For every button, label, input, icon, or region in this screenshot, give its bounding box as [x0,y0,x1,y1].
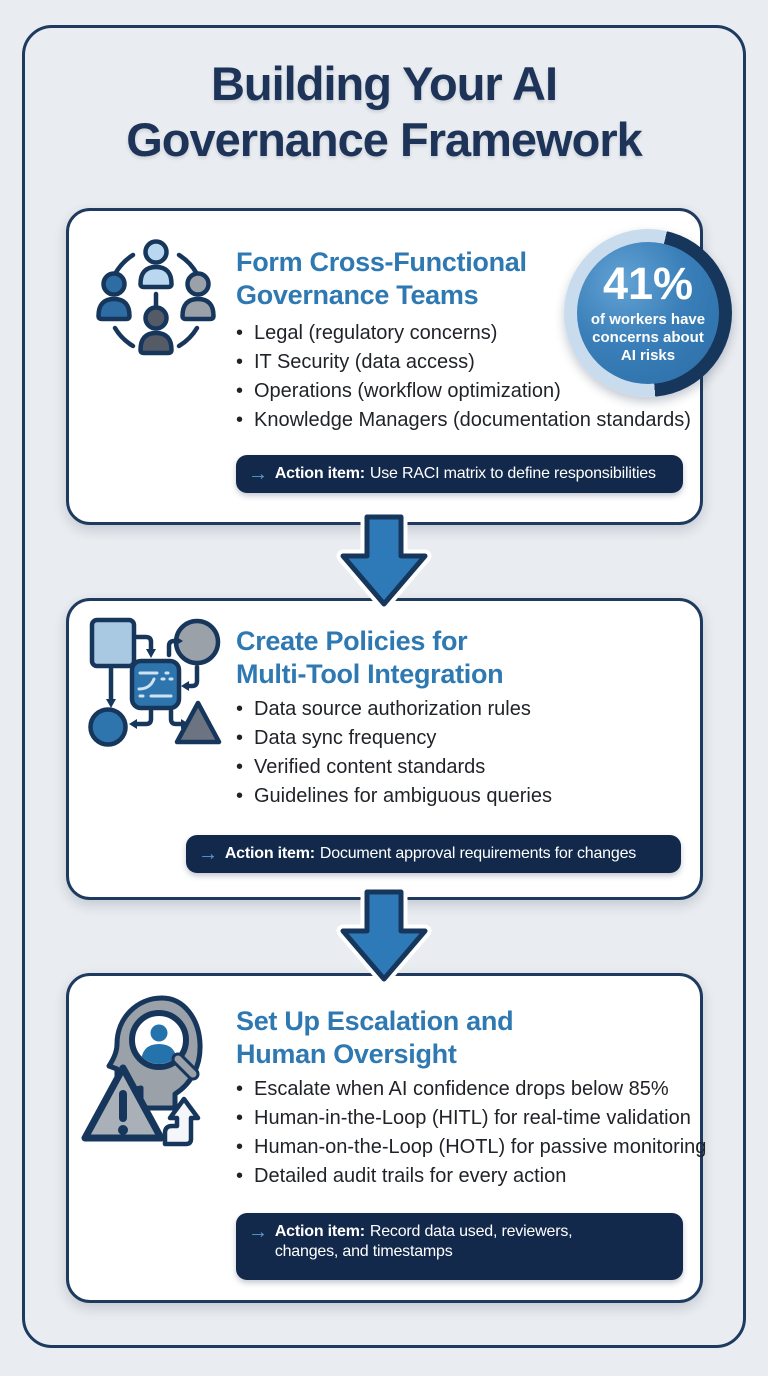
bullet-icon: • [236,785,244,807]
stat-badge-circle: 41% of workers have concerns about AI ri… [577,242,719,384]
bullet-list: • Escalate when AI confidence drops below… [236,1075,706,1191]
bullet-text: Verified content standards [254,756,486,778]
card-escalation-oversight: Set Up Escalation and Human Oversight • E… [66,973,706,1303]
stat-value: 41% [602,258,694,310]
action-item-body: Use RACI matrix to define responsibiliti… [369,465,656,482]
list-item: • Detailed audit trails for every action [236,1162,706,1191]
section-heading: Set Up Escalation and Human Oversight [236,1005,514,1071]
bullet-icon: • [236,1078,244,1100]
heading-line-1: Set Up Escalation and [236,1006,514,1036]
bullet-icon: • [236,322,244,344]
bullet-text: Data sync frequency [254,727,437,749]
title-line-2: Governance Framework [126,113,642,167]
bullet-icon: • [236,756,244,778]
card-multi-tool-policies: Create Policies for Multi-Tool Integrati… [66,598,703,900]
section-heading: Create Policies for Multi-Tool Integrati… [236,625,504,691]
team-network-icon [91,238,221,368]
right-arrow-icon: → [248,1221,268,1243]
list-item: • Legal (regulatory concerns) [236,319,691,348]
bullet-icon: • [236,380,244,402]
bullet-icon: • [236,351,244,373]
down-arrow-icon [330,510,438,611]
list-item: • Escalate when AI confidence drops below… [236,1075,706,1104]
bullet-text: Human-on-the-Loop (HOTL) for passive mon… [254,1136,707,1158]
bullet-icon: • [236,727,244,749]
action-item-label: Action item: [224,845,315,862]
right-arrow-icon: → [198,843,218,865]
stat-badge: 41% of workers have concerns about AI ri… [564,229,732,397]
bullet-list: • Legal (regulatory concerns) • IT Securit… [236,319,691,435]
bullet-text: Legal (regulatory concerns) [254,322,498,344]
bullet-text: IT Security (data access) [254,351,475,373]
list-item: • Knowledge Managers (documentation stand… [236,406,691,435]
card-governance-teams: Form Cross-Functional Governance Teams •… [66,208,732,525]
bullet-text: Guidelines for ambiguous queries [254,785,552,807]
bullet-text: Escalate when AI confidence drops below … [254,1078,669,1100]
action-item-label: Action item: [274,465,365,482]
bullet-icon: • [236,1107,244,1129]
bullet-text: Human-in-the-Loop (HITL) for real-time v… [254,1107,691,1129]
action-item-text: Action item:Document approval requiremen… [225,844,636,864]
bullet-icon: • [236,698,244,720]
list-item: • Verified content standards [236,753,552,782]
heading-line-1: Form Cross-Functional [236,247,527,277]
bullet-list: • Data source authorization rules • Data s… [236,695,552,811]
action-item-body: Record data used, reviewers, changes, an… [274,1223,573,1260]
list-item: • Operations (workflow optimization) [236,377,691,406]
action-item-label: Action item: [274,1223,365,1240]
heading-line-2: Human Oversight [236,1039,457,1069]
action-item-body: Document approval requirements for chang… [319,845,637,862]
infographic-frame [22,25,746,1348]
list-item: • Data source authorization rules [236,695,552,724]
human-oversight-icon [77,992,229,1148]
bullet-text: Knowledge Managers (documentation standa… [254,409,691,431]
list-item: • IT Security (data access) [236,348,691,377]
list-item: • Data sync frequency [236,724,552,753]
title-line-1: Building Your AI [210,57,558,110]
action-item-banner: → Action item:Use RACI matrix to define … [236,455,683,493]
right-arrow-icon: → [248,463,268,485]
page-title: Building Your AI Governance Framework [0,56,768,169]
stat-caption: of workers have concerns about AI risks [590,311,706,364]
action-item-text: Action item:Record data used, reviewers,… [275,1222,605,1262]
heading-line-1: Create Policies for [236,626,468,656]
bullet-text: Detailed audit trails for every action [254,1165,567,1187]
bullet-text: Data source authorization rules [254,698,531,720]
bullet-icon: • [236,1136,244,1158]
workflow-integration-icon [87,615,222,750]
list-item: • Human-on-the-Loop (HOTL) for passive mo… [236,1133,706,1162]
bullet-icon: • [236,409,244,431]
bullet-text: Operations (workflow optimization) [254,380,561,402]
down-arrow-icon [330,885,438,986]
heading-line-2: Governance Teams [236,280,479,310]
heading-line-2: Multi-Tool Integration [236,659,504,689]
list-item: • Human-in-the-Loop (HITL) for real-time … [236,1104,706,1133]
action-item-text: Action item:Use RACI matrix to define re… [275,464,656,484]
action-item-banner: → Action item:Document approval requirem… [186,835,681,873]
section-heading: Form Cross-Functional Governance Teams [236,246,527,312]
bullet-icon: • [236,1165,244,1187]
action-item-banner: → Action item:Record data used, reviewer… [236,1213,683,1280]
list-item: • Guidelines for ambiguous queries [236,782,552,811]
